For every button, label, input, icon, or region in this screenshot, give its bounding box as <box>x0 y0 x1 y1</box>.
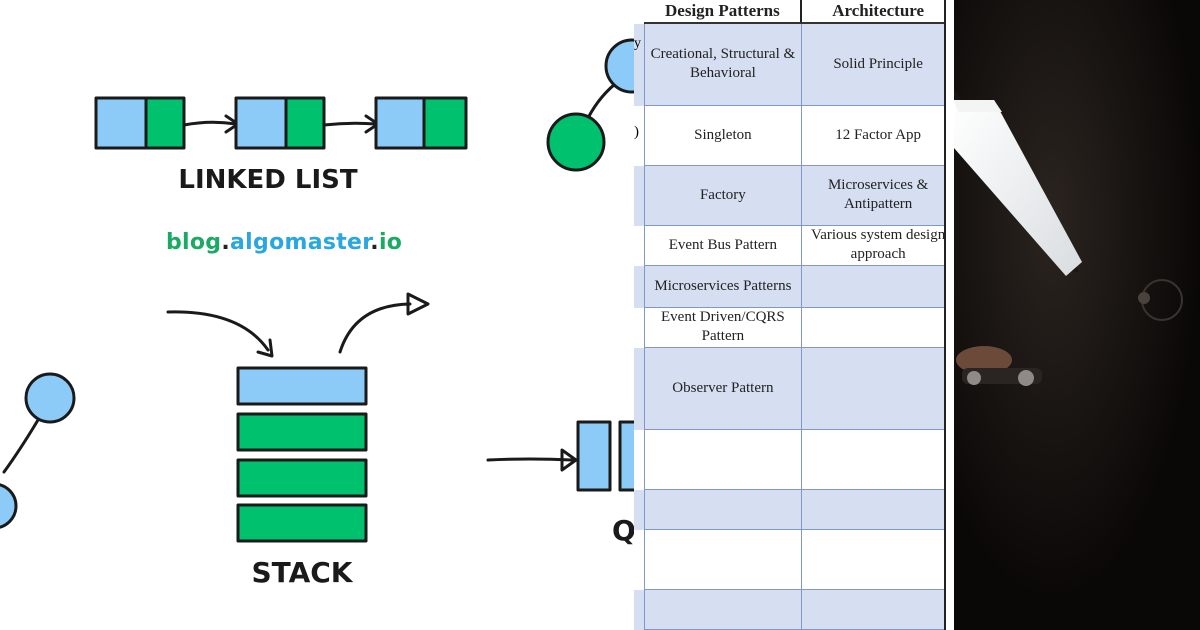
wheel-icon <box>1018 370 1034 386</box>
table-row: Observer Pattern <box>644 346 954 430</box>
architecture-cell <box>800 428 954 490</box>
patterns-table-panel: y ) Design Patterns Architecture Creatio… <box>634 0 954 630</box>
cropped-text: y <box>634 36 641 51</box>
patterns-table: Design Patterns Architecture Creational,… <box>644 0 954 630</box>
design-cell <box>644 428 802 490</box>
linked-list-arrow <box>182 120 238 127</box>
table-row <box>644 428 954 490</box>
light-panel-edge <box>954 100 1002 112</box>
linked-list-node <box>374 96 468 150</box>
architecture-cell <box>800 588 954 630</box>
architecture-cell <box>800 488 954 530</box>
photo-canvas <box>954 0 1200 630</box>
table-row <box>644 588 954 630</box>
design-cell: Event Driven/CQRS Pattern <box>644 306 802 348</box>
brand-url: blog.algomaster.io <box>166 230 402 255</box>
table-row <box>644 488 954 530</box>
sketch-canvas: LINKED LIST STACK Q <box>0 38 634 589</box>
design-cell <box>644 588 802 630</box>
queue-item <box>576 420 612 492</box>
linked-list-arrow <box>322 121 378 127</box>
queue-item <box>618 420 634 492</box>
architecture-cell <box>800 264 954 308</box>
architecture-cell: 12 Factor App <box>800 104 954 166</box>
ceiling-light-photo <box>954 0 1200 630</box>
architecture-cell: Solid Principle <box>800 22 954 106</box>
wheel-icon <box>967 371 981 385</box>
table-row: Microservices Patterns <box>644 264 954 308</box>
architecture-cell <box>800 346 954 430</box>
stack-item <box>236 503 368 543</box>
stack-item <box>236 412 368 452</box>
queue-label: Q <box>612 514 634 547</box>
cropped-column: y ) <box>634 0 644 630</box>
design-cell: Observer Pattern <box>644 346 802 430</box>
design-cell: Singleton <box>644 104 802 166</box>
cropped-text: ) <box>634 124 639 140</box>
tree-node-blue <box>604 38 634 94</box>
brand-dot: . <box>221 230 231 255</box>
stack-label: STACK <box>251 556 353 589</box>
linked-list-label: LINKED LIST <box>178 165 358 195</box>
arrow-head-icon <box>560 448 578 472</box>
header-architecture: Architecture <box>801 0 954 24</box>
lamp-detail <box>1138 292 1150 304</box>
brand-dot: . <box>370 230 379 255</box>
linked-list-node <box>234 96 326 150</box>
architecture-cell: Various system design approach <box>800 224 954 266</box>
architecture-cell: Microservices & Antipattern <box>800 164 954 226</box>
design-cell: Creational, Structural & Behavioral <box>644 22 802 106</box>
stack-item <box>236 458 368 498</box>
design-cell: Factory <box>644 164 802 226</box>
brand-part: io <box>378 230 403 255</box>
push-arrow <box>166 310 270 352</box>
table-row <box>644 528 954 590</box>
header-design-patterns: Design Patterns <box>644 0 803 24</box>
design-cell <box>644 528 802 590</box>
tree-edge <box>2 418 40 474</box>
table-header-row: Design Patterns Architecture <box>644 0 954 24</box>
architecture-cell <box>800 306 954 348</box>
arrow-head-icon <box>256 338 274 358</box>
design-cell <box>644 488 802 530</box>
table-row: Event Driven/CQRS Pattern <box>644 306 954 348</box>
tree-node-blue <box>24 372 76 424</box>
arrow-head-icon <box>406 292 430 316</box>
table-edge <box>944 0 954 630</box>
light-panel <box>954 100 1082 276</box>
data-structures-illustration: LINKED LIST STACK Q blog.algomaster.io <box>0 38 634 589</box>
enqueue-arrow <box>486 457 574 462</box>
tree-node-blue <box>0 483 18 529</box>
design-cell: Microservices Patterns <box>644 264 802 308</box>
architecture-cell <box>800 528 954 590</box>
design-cell: Event Bus Pattern <box>644 224 802 266</box>
brand-part: blog <box>166 230 222 255</box>
linked-list-node <box>94 96 186 150</box>
stack-item <box>236 366 368 406</box>
pop-arrow <box>338 302 412 354</box>
tree-node-green <box>546 112 606 172</box>
wooden-object <box>956 346 1012 374</box>
brand-part: algomaster <box>230 230 371 255</box>
